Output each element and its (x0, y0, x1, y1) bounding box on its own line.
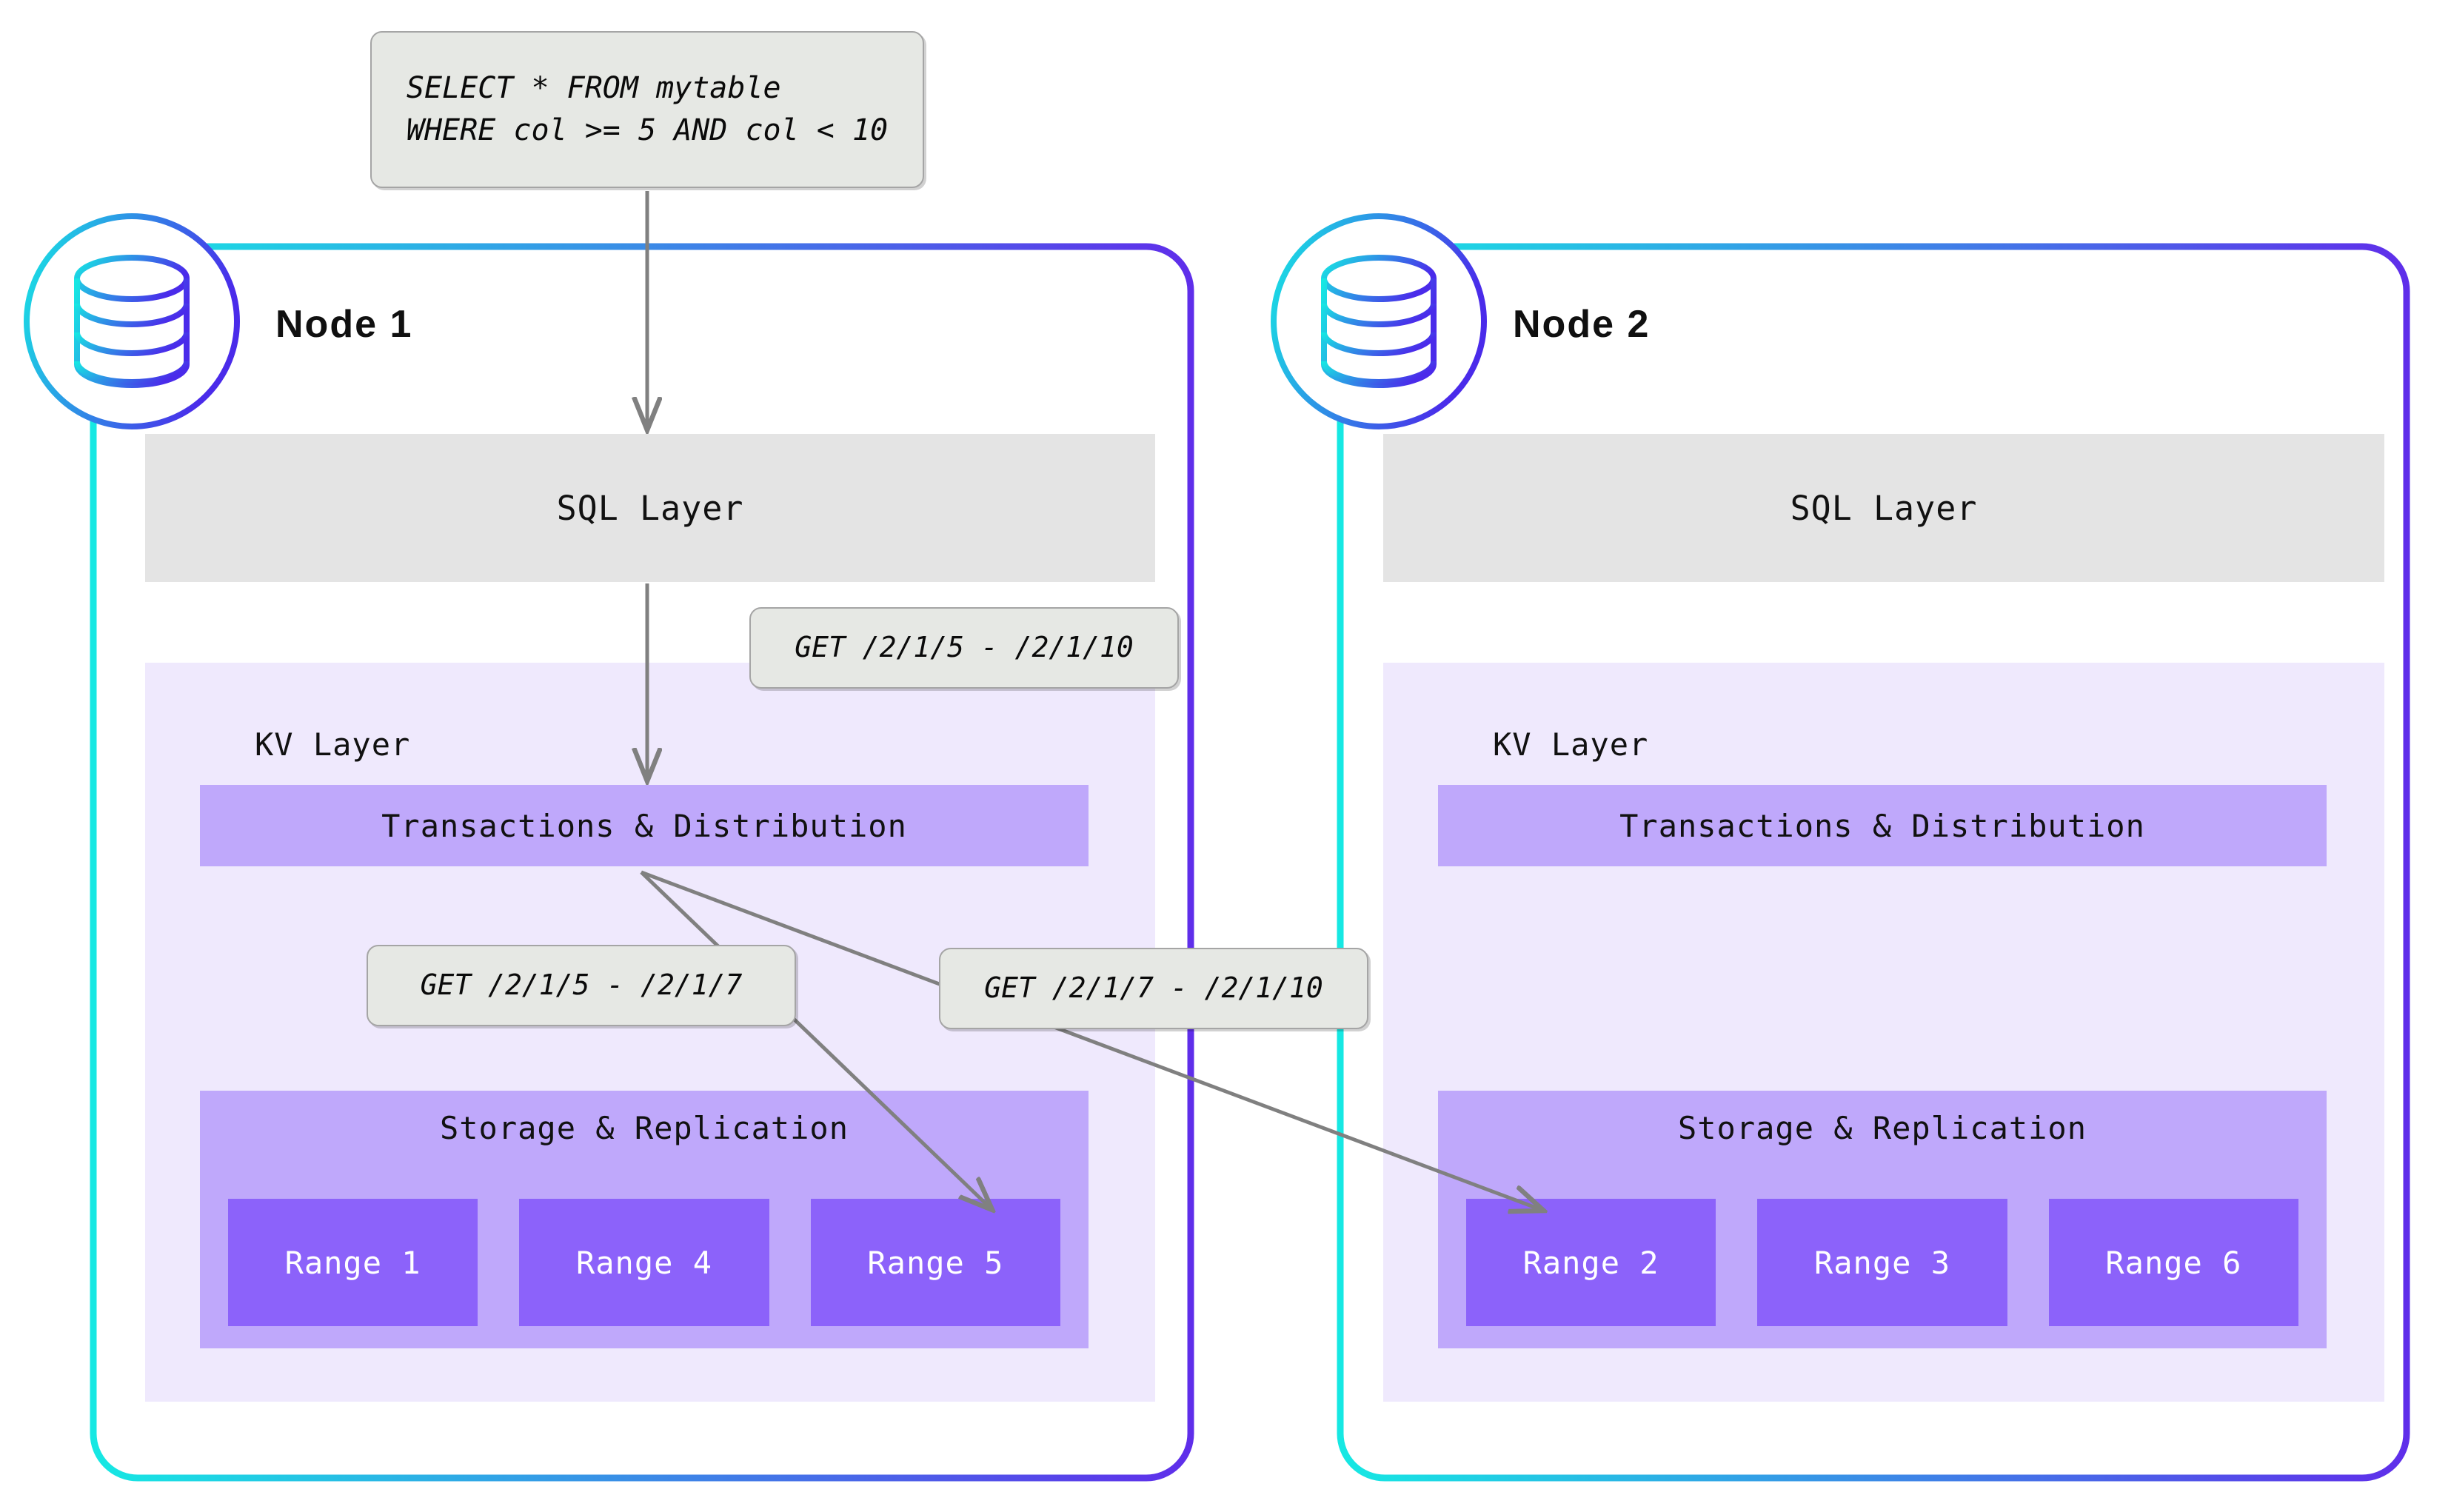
range-box[interactable]: Range 4 (519, 1199, 769, 1326)
range-label: Range 5 (867, 1244, 1004, 1281)
range-box[interactable]: Range 5 (810, 1199, 1060, 1326)
node-1-storage-box: Storage & Replication Range 1 Range 4 Ra… (200, 1091, 1089, 1348)
range-label: Range 6 (2105, 1244, 2242, 1281)
database-icon (24, 213, 240, 429)
range-box[interactable]: Range 3 (1757, 1199, 2007, 1326)
node-1-range-row: Range 1 Range 4 Range 5 (228, 1199, 1060, 1326)
range-box[interactable]: Range 6 (2048, 1199, 2298, 1326)
node-2-transactions-bar: Transactions & Distribution (1438, 785, 2327, 866)
kv-note-text: GET /2/1/7 - /2/1/10 (984, 971, 1323, 1005)
kv-note-text: GET /2/1/5 - /2/1/10 (795, 631, 1134, 664)
node-2-storage-box: Storage & Replication Range 2 Range 3 Ra… (1438, 1091, 2327, 1348)
sql-query-note: SELECT * FROM mytable WHERE col >= 5 AND… (370, 31, 924, 188)
node-1-storage-label: Storage & Replication (439, 1110, 849, 1146)
range-box[interactable]: Range 2 (1466, 1199, 1716, 1326)
node-1-transactions-label: Transactions & Distribution (381, 807, 907, 844)
node-1-sql-layer-label: SQL Layer (556, 488, 744, 528)
database-icon (1271, 213, 1487, 429)
node-2-kv-layer: KV Layer Transactions & Distribution Sto… (1383, 663, 2384, 1402)
kv-note-get-7-10: GET /2/1/7 - /2/1/10 (939, 948, 1368, 1029)
node-2-sql-layer-label: SQL Layer (1790, 488, 1978, 528)
sql-query-text: SELECT * FROM mytable WHERE col >= 5 AND… (406, 71, 889, 147)
range-label: Range 3 (1813, 1244, 1950, 1281)
node-2-range-row: Range 2 Range 3 Range 6 (1466, 1199, 2298, 1326)
node-1-transactions-bar: Transactions & Distribution (200, 785, 1089, 866)
range-label: Range 4 (575, 1244, 712, 1281)
node-2-title: Node 2 (1513, 303, 1651, 346)
node-2-sql-layer: SQL Layer (1383, 434, 2384, 582)
node-1-sql-layer: SQL Layer (145, 434, 1155, 582)
kv-note-text: GET /2/1/5 - /2/1/7 (420, 969, 743, 1002)
node-1-kv-layer-label: KV Layer (255, 726, 411, 763)
kv-note-get-5-7: GET /2/1/5 - /2/1/7 (367, 945, 796, 1026)
range-label: Range 1 (284, 1244, 421, 1281)
kv-note-get-5-10: GET /2/1/5 - /2/1/10 (749, 607, 1179, 689)
node-1-title: Node 1 (275, 303, 413, 346)
node-2-storage-label: Storage & Replication (1677, 1110, 2087, 1146)
range-box[interactable]: Range 1 (228, 1199, 478, 1326)
range-label: Range 2 (1522, 1244, 1659, 1281)
node-2-transactions-label: Transactions & Distribution (1619, 807, 2145, 844)
node-1-kv-layer: KV Layer Transactions & Distribution Sto… (145, 663, 1155, 1402)
node-2-kv-layer-label: KV Layer (1493, 726, 1649, 763)
